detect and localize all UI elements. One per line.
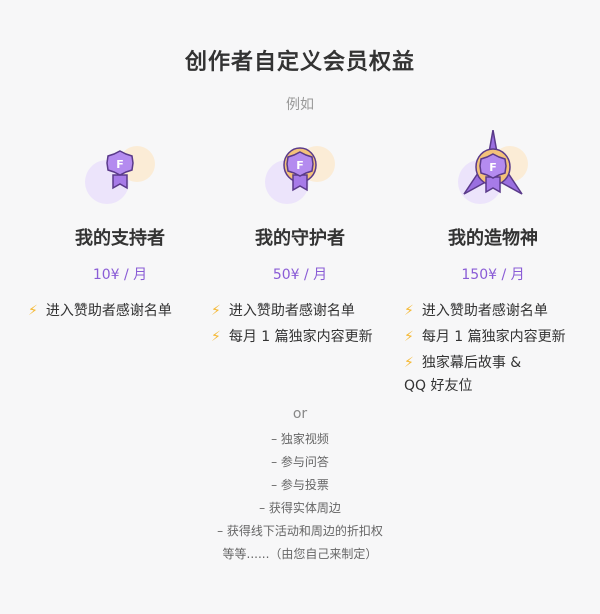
page-title: 创作者自定义会员权益 bbox=[184, 50, 415, 75]
lightning-icon: ⚡ bbox=[404, 329, 414, 345]
tier-card-guardian: F 我的守护者 50¥ / 月 ⚡进入赞助者感谢名单 ⚡每月 1 篇独家内容更新 bbox=[205, 130, 395, 366]
perk-list: ⚡进入赞助者感谢名单 bbox=[20, 298, 220, 324]
tier-name: 我的造物神 bbox=[448, 228, 538, 249]
perk-list: ⚡进入赞助者感谢名单 ⚡每月 1 篇独家内容更新 bbox=[205, 298, 395, 350]
perk-list: ⚡进入赞助者感谢名单 ⚡每月 1 篇独家内容更新 ⚡独家幕后故事 & QQ 好友… bbox=[398, 298, 588, 396]
perk-item: ⚡进入赞助者感谢名单 bbox=[404, 303, 548, 319]
bronze-badge-icon: F bbox=[65, 130, 175, 210]
svg-text:F: F bbox=[489, 161, 497, 174]
or-label: or bbox=[292, 406, 308, 422]
alternative-item: – 独家视频 bbox=[271, 432, 329, 446]
gold-star-badge-icon: F bbox=[438, 130, 548, 210]
perk-item: ⚡独家幕后故事 & bbox=[404, 355, 522, 371]
tier-card-supporter: F 我的支持者 10¥ / 月 ⚡进入赞助者感谢名单 bbox=[20, 130, 220, 340]
tier-price: 150¥ / 月 bbox=[461, 267, 525, 283]
perk-item: ⚡进入赞助者感谢名单 bbox=[211, 303, 355, 319]
perk-item: ⚡每月 1 篇独家内容更新 bbox=[211, 329, 373, 345]
tier-price: 10¥ / 月 bbox=[92, 267, 148, 283]
alternative-item: – 参与投票 bbox=[271, 478, 329, 492]
lightning-icon: ⚡ bbox=[211, 303, 221, 319]
silver-badge-icon: F bbox=[245, 130, 355, 210]
lightning-icon: ⚡ bbox=[404, 303, 414, 319]
perk-item: ⚡进入赞助者感谢名单 bbox=[28, 303, 172, 319]
alternative-item: – 获得实体周边 bbox=[259, 501, 341, 515]
lightning-icon: ⚡ bbox=[211, 329, 221, 345]
svg-text:F: F bbox=[296, 159, 304, 172]
lightning-icon: ⚡ bbox=[404, 355, 414, 371]
alternative-perks: or – 独家视频 – 参与问答 – 参与投票 – 获得实体周边 – 获得线下活… bbox=[0, 406, 600, 566]
alternative-item: 等等......（由您自己来制定） bbox=[222, 547, 378, 561]
tier-price: 50¥ / 月 bbox=[272, 267, 328, 283]
tier-name: 我的守护者 bbox=[255, 228, 345, 249]
perk-item: ⚡每月 1 篇独家内容更新 bbox=[404, 329, 566, 345]
tier-card-creator-god: F 我的造物神 150¥ / 月 ⚡进入赞助者感谢名单 ⚡每月 1 篇独家内容更… bbox=[398, 130, 588, 412]
tier-name: 我的支持者 bbox=[75, 228, 165, 249]
svg-text:F: F bbox=[116, 158, 124, 171]
alternative-item: – 获得线下活动和周边的折扣权 bbox=[217, 524, 383, 538]
lightning-icon: ⚡ bbox=[28, 303, 38, 319]
alternative-item: – 参与问答 bbox=[271, 455, 329, 469]
perk-item-continued: QQ 好友位 bbox=[404, 378, 473, 394]
page-subtitle: 例如 bbox=[286, 97, 314, 113]
